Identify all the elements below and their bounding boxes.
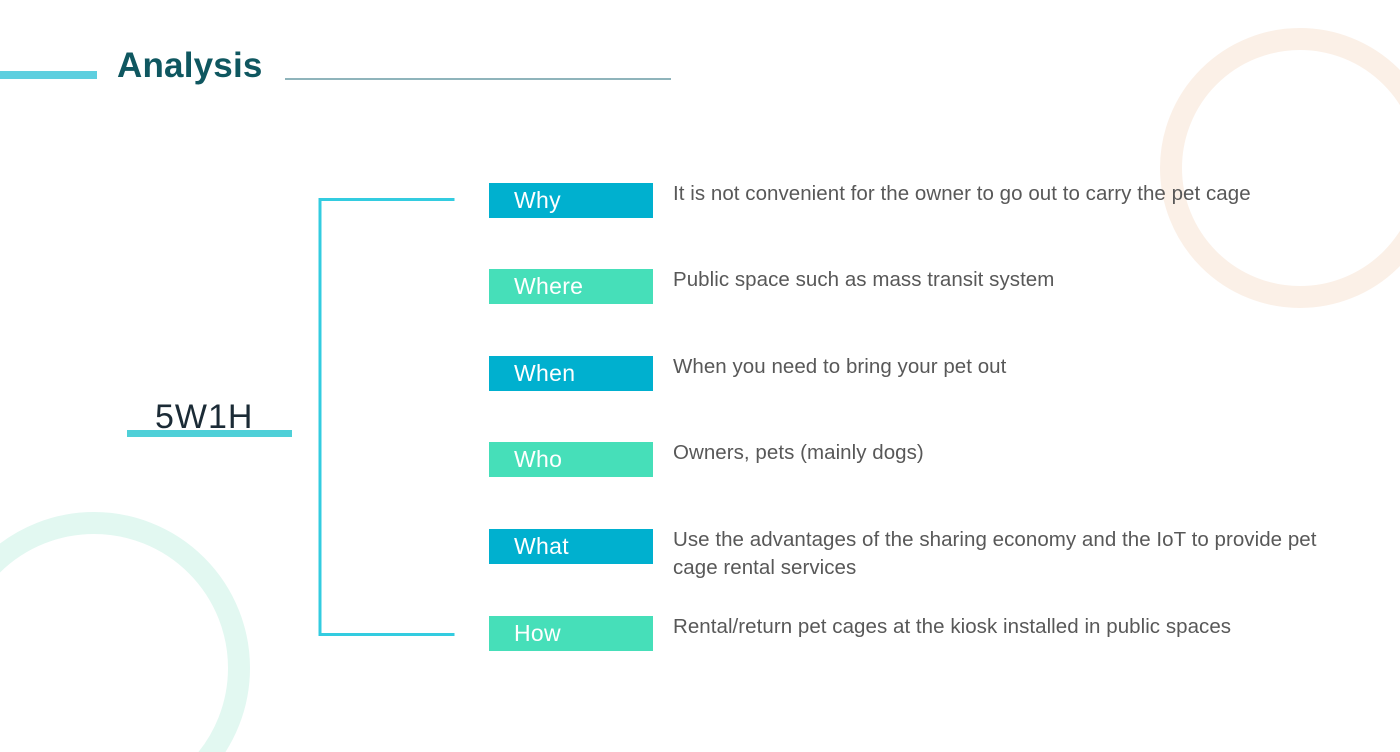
topic-label-5w1h: 5W1H <box>155 398 254 436</box>
bracket-connector <box>318 198 455 636</box>
row-chip[interactable]: Why <box>489 183 653 218</box>
row-chip-label: When <box>514 360 576 386</box>
header-divider-line <box>285 78 671 80</box>
header-accent-bar <box>0 71 97 79</box>
row-chip-label: Who <box>514 446 563 472</box>
row-description: Rental/return pet cages at the kiosk ins… <box>673 615 1232 638</box>
row-chip[interactable]: When <box>489 356 653 391</box>
row-description: Owners, pets (mainly dogs) <box>673 441 924 464</box>
pale-mint-ring-decoration <box>0 512 250 752</box>
row-chip-label: Where <box>514 273 584 299</box>
row-chip-label: What <box>514 533 569 559</box>
page-title: Analysis <box>117 46 263 85</box>
row-description: Use the advantages of the sharing econom… <box>673 528 1317 579</box>
row-chip[interactable]: How <box>489 616 653 651</box>
row-chip[interactable]: Who <box>489 442 653 477</box>
row-description: When you need to bring your pet out <box>673 355 1007 378</box>
topic-underline-bar <box>127 430 292 437</box>
row-description: Public space such as mass transit system <box>673 268 1055 291</box>
row-chip-label: How <box>514 620 561 646</box>
row-chip[interactable]: What <box>489 529 653 564</box>
row-description: It is not convenient for the owner to go… <box>673 182 1251 205</box>
row-chip[interactable]: Where <box>489 269 653 304</box>
row-chip-label: Why <box>514 187 561 213</box>
